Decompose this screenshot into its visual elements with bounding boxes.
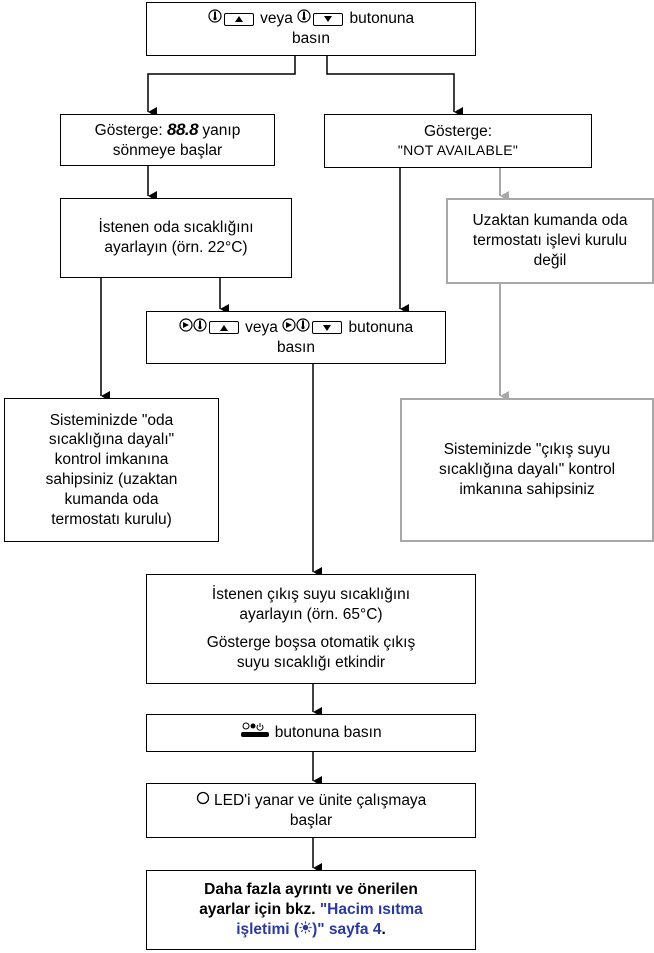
not-available-text: "NOT AVAILABLE" — [397, 141, 519, 158]
thermometer-icon — [208, 9, 222, 29]
leftres-line: sahipsiniz (uzaktan — [45, 471, 178, 488]
start-node: veya butonuna basın — [146, 2, 476, 56]
left1-line2: sönmeye başlar — [112, 142, 223, 159]
right1-line1: Gösterge: — [423, 123, 493, 141]
led-line1: LED'i yanar ve ünite çalışmaya — [214, 791, 427, 809]
heating-mode-button-icon — [240, 721, 270, 745]
right2-node: Uzaktan kumanda oda termostatı işlevi ku… — [446, 198, 654, 284]
mid-line2: basın — [277, 338, 315, 356]
final-end: . — [381, 920, 386, 938]
thermometer-icon — [297, 9, 311, 29]
thermometer-icon — [296, 318, 310, 338]
led-line2: başlar — [289, 811, 333, 829]
reference-link-part2[interactable]: işletimi ( — [236, 920, 300, 938]
press-button-node: butonuna basın — [146, 714, 476, 752]
leftres-line: Sisteminizde "oda — [49, 411, 174, 429]
final-line2: ayarlar için bkz. — [199, 901, 316, 919]
connector-start-right — [326, 56, 463, 117]
start-suffix: butonuna — [349, 10, 415, 28]
start-line2: basın — [292, 30, 330, 47]
right-result-node: Sisteminizde "çıkış suyu sıcaklığına day… — [400, 398, 654, 542]
thermometer-icon — [193, 318, 207, 338]
outlet-temp-node: İstenen çıkış suyu sıcaklığını ayarlayın… — [146, 574, 476, 684]
left2-line2: ayarlayın (örn. 22°C) — [104, 239, 248, 256]
right2-line3: değil — [533, 251, 567, 269]
leftres-line: termostatı kurulu) — [51, 510, 172, 528]
final-node: Daha fazla ayrıntı ve önerilen ayarlar i… — [146, 870, 476, 950]
mid-or-label: veya — [245, 318, 278, 336]
up-arrow-button-icon — [223, 12, 254, 26]
leftres-line: kumanda oda — [64, 490, 159, 508]
start-or-label: veya — [260, 10, 293, 28]
left1-post: yanıp — [202, 122, 241, 140]
mid-node: veya butonuna basın — [146, 311, 446, 364]
outlet-line4: suyu sıcaklığı etkindir — [236, 653, 386, 671]
right2-line2: termostatı işlevi kurulu — [472, 232, 628, 250]
rightres-line: sıcaklığına dayalı" kontrol — [438, 461, 616, 479]
right1-node: Gösterge: "NOT AVAILABLE" — [324, 114, 592, 168]
outlet-line2: ayarlayın (örn. 65°C) — [239, 606, 383, 624]
sun-icon — [282, 318, 296, 338]
leftres-line: sıcaklığına dayalı" — [48, 431, 175, 449]
outlet-line1: İstenen çıkış suyu sıcaklığını — [211, 586, 411, 604]
down-arrow-button-icon — [312, 321, 343, 335]
reference-link-part1[interactable]: "Hacim ısıtma — [319, 901, 423, 919]
heating-mode-icon — [299, 920, 312, 940]
left-result-node: Sisteminizde "oda sıcaklığına dayalı" ko… — [4, 398, 219, 542]
rightres-line: Sisteminizde "çıkış suyu — [443, 441, 611, 459]
leftres-line: kontrol imkanına — [54, 451, 169, 469]
left1-node: Gösterge: 88.8 yanıp sönmeye başlar — [60, 114, 275, 166]
down-arrow-button-icon — [313, 12, 344, 26]
led-circle-icon — [196, 791, 210, 811]
left2-line1: İstenen oda sıcaklığını — [98, 219, 254, 237]
up-arrow-button-icon — [208, 321, 239, 335]
mid-suffix: butonuna — [348, 318, 414, 336]
reference-link-part3[interactable]: )" sayfa 4 — [312, 920, 382, 938]
rightres-line: imkanına sahipsiniz — [459, 480, 595, 498]
left2-node: İstenen oda sıcaklığını ayarlayın (örn. … — [60, 198, 292, 278]
right2-line1: Uzaktan kumanda oda — [472, 212, 628, 230]
led-node: LED'i yanar ve ünite çalışmaya başlar — [146, 783, 476, 838]
final-line1: Daha fazla ayrıntı ve önerilen — [204, 881, 418, 899]
left1-pre: Gösterge: — [94, 122, 163, 140]
connector-start-left — [147, 56, 296, 117]
outlet-line3: Gösterge boşsa otomatik çıkış — [206, 634, 416, 651]
display-digits: 88.8 — [167, 120, 199, 140]
sun-icon — [179, 318, 193, 338]
press-label: butonuna basın — [274, 724, 382, 742]
